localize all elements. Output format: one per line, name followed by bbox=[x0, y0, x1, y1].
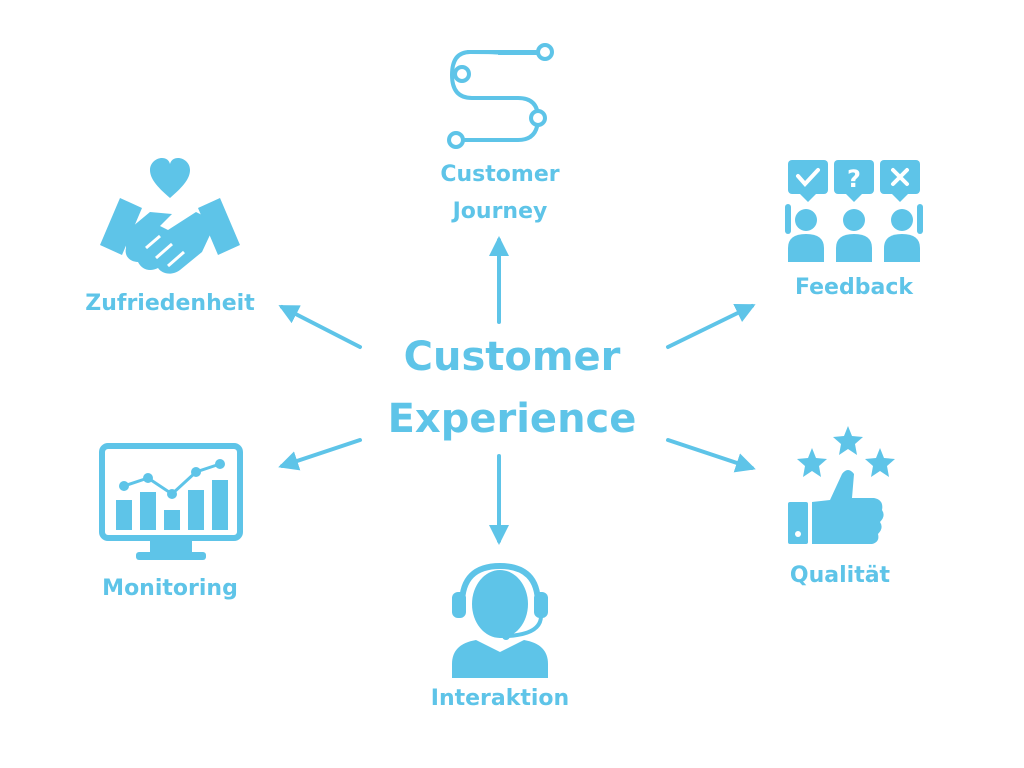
center-title: Customer Experience bbox=[340, 326, 684, 450]
label-customer-journey-line1: Customer bbox=[440, 162, 560, 187]
arrow-to-monitoring bbox=[278, 438, 362, 471]
arrow-to-zufriedenheit bbox=[278, 305, 362, 349]
label-customer-journey: Customer Journey bbox=[420, 156, 580, 230]
headset-agent-icon bbox=[452, 562, 548, 678]
label-monitoring: Monitoring bbox=[102, 576, 238, 601]
arrow-to-feedback bbox=[666, 304, 756, 349]
label-customer-journey-line2: Journey bbox=[452, 199, 548, 224]
path-route-icon bbox=[449, 50, 541, 142]
monitor-chart-icon bbox=[99, 443, 243, 560]
label-zufriedenheit: Zufriedenheit bbox=[85, 291, 255, 316]
center-title-line2: Experience bbox=[387, 396, 637, 442]
thumbs-up-stars-icon bbox=[788, 426, 895, 544]
arrow-to-qualitaet bbox=[666, 438, 756, 473]
label-interaktion: Interaktion bbox=[430, 686, 570, 711]
svg-text:?: ? bbox=[847, 165, 861, 193]
feedback-people-icon: ? bbox=[785, 160, 923, 262]
center-title-line1: Customer bbox=[403, 334, 621, 380]
label-qualitaet: Qualität bbox=[789, 563, 891, 588]
handshake-heart-icon bbox=[100, 158, 240, 274]
path-route-nodes bbox=[447, 43, 554, 149]
label-feedback: Feedback bbox=[795, 275, 913, 300]
